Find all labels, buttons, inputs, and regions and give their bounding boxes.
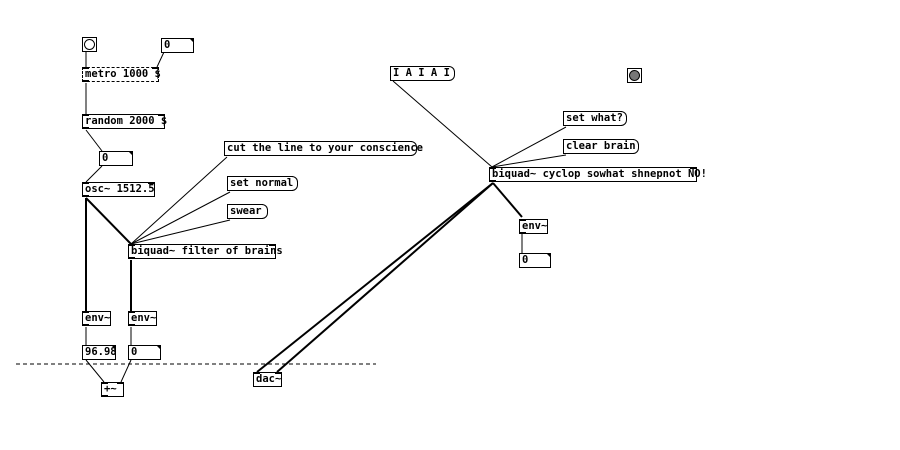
cord-swear-biquad [130,219,231,245]
biquad-cyclop-object[interactable]: biquad~ cyclop sowhat shnepnot NO! [489,167,707,182]
message-cut-the-line[interactable]: cut the line to your conscience [224,141,423,156]
metro-outlet [82,80,89,82]
cord-clearbrain-cyclop [491,154,567,168]
dac-inlet-left [253,372,260,374]
env-left-outlet [82,324,89,326]
dac-inlet-right [275,372,282,374]
cord-cut-biquad [130,156,228,245]
biquad-cyclop-outlet [489,180,496,182]
osc-inlet-left [82,182,89,184]
biquad-brains-outlet [128,257,135,259]
plus-outlet [101,395,108,397]
number-box-env-left[interactable]: 96.98 [82,345,117,360]
message-swear[interactable]: swear [227,204,268,219]
cord-iaiai-cyclop [392,80,493,168]
message-set-what[interactable]: set what? [563,111,627,126]
cord-cyclop-env [492,182,523,218]
env-left-label: env~ [85,312,111,324]
cord-setwhat-cyclop [491,126,567,168]
random-inlet-left [82,114,89,116]
metro-object[interactable]: metro 1000 $ [82,67,161,82]
cord-number-plus-right [120,359,132,383]
cord-cyclop-dac-right [276,182,494,373]
message-clear-brain[interactable]: clear brain [563,139,639,154]
cord-number-metro [156,51,165,68]
plus-label: +~ [104,383,117,395]
biquad-brains-inlet-left [128,244,135,246]
bang-indicator-right[interactable] [627,68,642,83]
env-right-inlet [519,219,526,221]
random-object[interactable]: random 2000 $ [82,114,168,129]
env-left-inlet [82,311,89,313]
env-mid-outlet [128,324,135,326]
env-mid-inlet [128,311,135,313]
osc-object[interactable]: osc~ 1512.5 [82,182,155,197]
env-right-outlet [519,232,526,234]
biquad-cyclop-inlet-right [690,167,697,169]
bang-circle-icon [629,70,640,81]
bang-toggle-left[interactable] [82,37,97,52]
number-box-random[interactable]: 0 [99,151,133,166]
random-inlet-right [158,114,165,116]
env-object-right[interactable]: env~ [519,219,548,234]
random-label: random 2000 $ [85,115,168,127]
osc-outlet [82,195,89,197]
env-object-mid[interactable]: env~ [128,311,157,326]
metro-inlet-right [152,67,159,69]
plus-signal-object[interactable]: +~ [101,382,124,397]
random-outlet [82,127,89,129]
message-set-normal[interactable]: set normal [227,176,298,191]
message-iaiai[interactable]: I A I A I [390,66,455,81]
cord-osc-biquad [85,197,132,245]
metro-label: metro 1000 $ [85,68,161,80]
cord-number-osc [85,165,103,183]
metro-inlet-left [82,67,89,69]
osc-inlet-right [148,182,155,184]
dac-label: dac~ [256,373,282,385]
cord-setnormal-biquad [130,191,231,245]
cord-random-number [85,129,103,152]
dac-object[interactable]: dac~ [253,372,282,387]
env-mid-label: env~ [131,312,157,324]
number-box-top[interactable]: 0 [161,38,194,53]
number-box-env-right[interactable]: 0 [519,253,551,268]
env-object-left[interactable]: env~ [82,311,111,326]
osc-label: osc~ 1512.5 [85,183,155,195]
plus-inlet-left [101,382,108,384]
biquad-cyclop-inlet-left [489,167,496,169]
number-box-env-mid[interactable]: 0 [128,345,161,360]
cord-number-plus-left [85,359,105,383]
plus-inlet-right [117,382,124,384]
biquad-filter-of-brains-object[interactable]: biquad~ filter of brains [128,244,283,259]
biquad-cyclop-label: biquad~ cyclop sowhat shnepnot NO! [492,168,707,180]
biquad-brains-inlet-right [269,244,276,246]
biquad-brains-label: biquad~ filter of brains [131,245,283,257]
bang-circle-icon [84,39,95,50]
cord-cyclop-dac-left [256,182,494,373]
env-right-label: env~ [522,220,548,232]
